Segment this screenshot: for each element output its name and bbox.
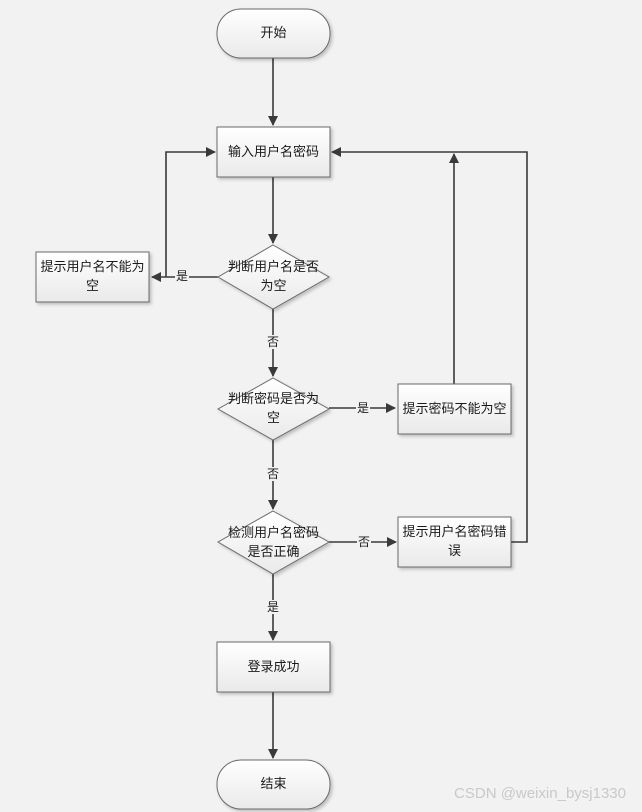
input-process-shape (216, 126, 331, 178)
watermark: CSDN @weixin_bysj1330 (454, 785, 626, 802)
success-process-shape (216, 641, 331, 693)
edge-label-verify-yes: 是 (266, 600, 281, 614)
wrong-msg-shape (397, 516, 512, 568)
end-terminal-shape (216, 759, 331, 810)
edge-username-msg-back-to-input (165, 147, 216, 277)
edge-wrong-msg-back-to-input (331, 147, 528, 543)
edge-label-username-no: 否 (266, 335, 281, 349)
edge-label-username-yes: 是 (175, 269, 190, 283)
check-username-decision-shape (217, 244, 331, 310)
edge-label-verify-no: 否 (357, 535, 372, 549)
password-empty-msg-shape (397, 383, 512, 435)
start-terminal-shape (216, 8, 331, 59)
edge-label-password-no: 否 (266, 467, 281, 481)
verify-decision-shape (216, 510, 331, 575)
username-empty-msg-shape (35, 251, 150, 303)
check-password-decision-shape (216, 377, 331, 441)
edge-label-password-yes: 是 (356, 401, 371, 415)
